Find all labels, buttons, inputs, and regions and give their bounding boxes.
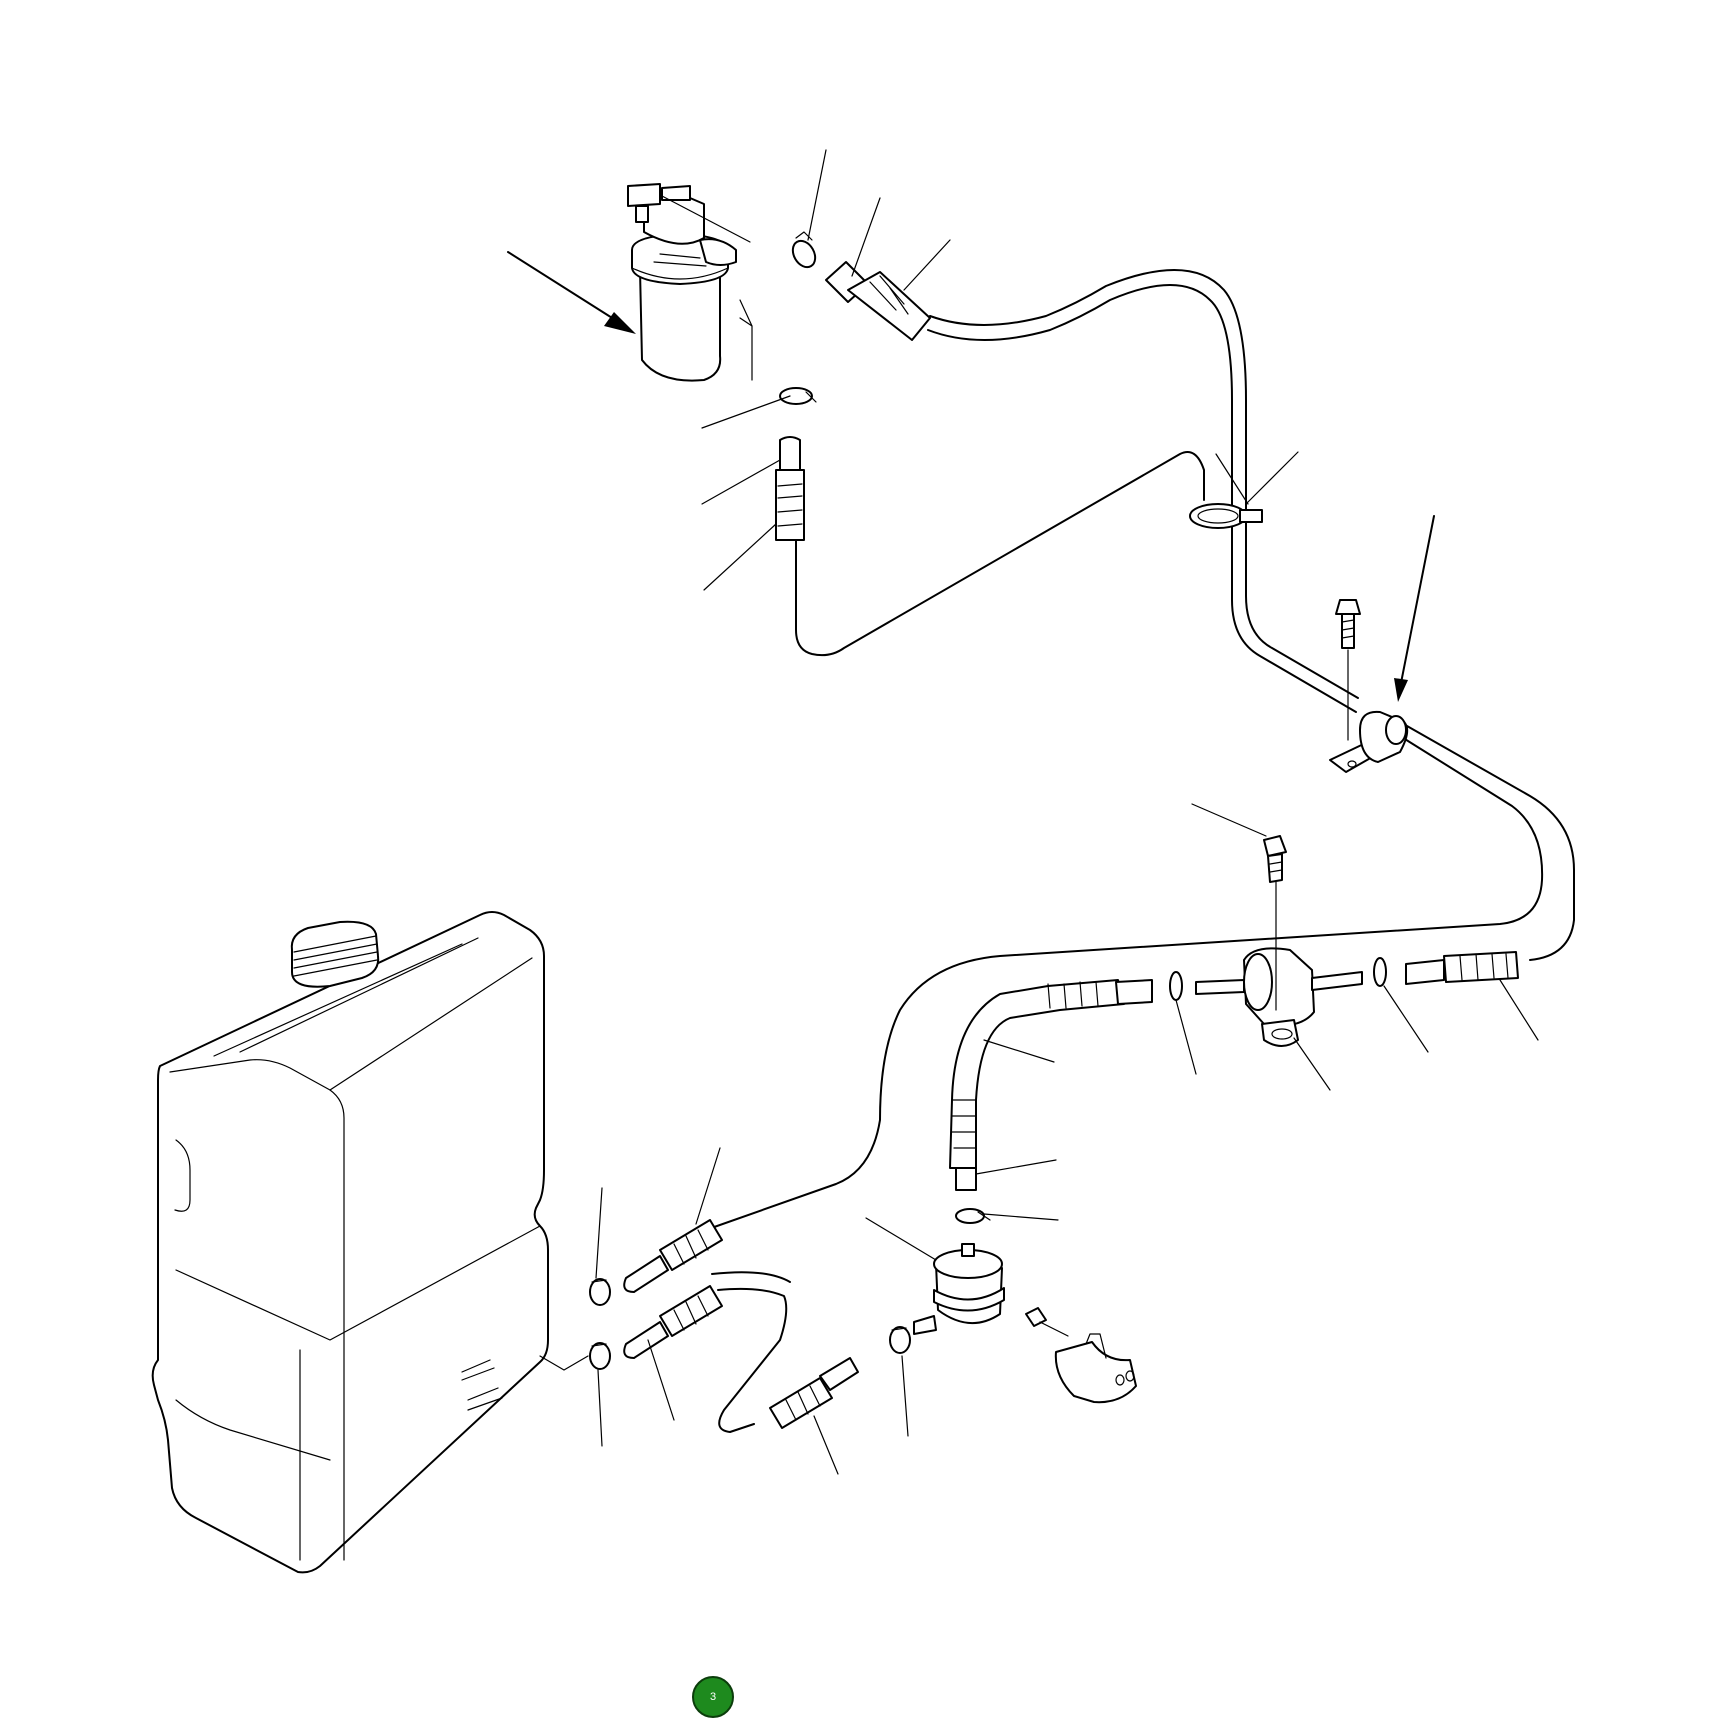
- hose-clamp-filter-outlet: [779, 387, 817, 405]
- strainer: [913, 1243, 1005, 1335]
- hose-clamp-tank-upper: [589, 1278, 611, 1306]
- fuel-hose-bent: [949, 979, 1153, 1191]
- filter-leader-arrow: [507, 251, 636, 334]
- fuel-pump: [1195, 947, 1363, 1047]
- leader-lines: [595, 149, 1539, 1475]
- pipe-clip: [1189, 503, 1263, 529]
- bolt-fuel-pump: [1263, 835, 1287, 1011]
- fuel-hose-strainer: [769, 1357, 859, 1429]
- fuel-tank: [151, 911, 589, 1574]
- hose-clamp-top: [791, 231, 817, 269]
- strainer-bracket: [1054, 1333, 1137, 1404]
- page-number-badge[interactable]: 3: [692, 1676, 734, 1718]
- fuel-filter-assembly: [627, 183, 753, 382]
- fuel-hose-filter-outlet: [775, 436, 805, 541]
- tube-bracket: [1329, 710, 1409, 773]
- fuel-hose-right: [1405, 951, 1519, 985]
- bolt-strainer-bracket: [1025, 1307, 1069, 1337]
- fuel-hose-top: [825, 261, 931, 341]
- hose-clamp-tank-lower: [589, 1342, 611, 1370]
- bracket-leader-arrow: [1394, 515, 1435, 702]
- hose-clamp-fuel-pump-right: [1373, 957, 1387, 987]
- hose-clamp-strainer-outlet: [889, 1326, 911, 1354]
- fuel-line: [699, 269, 1575, 1433]
- bolt-bracket: [1335, 599, 1361, 741]
- hose-clamp-strainer-top: [955, 1208, 991, 1224]
- hose-clamp-fuel-pump-left: [1169, 971, 1183, 1001]
- fuel-hose-tank-upper: [623, 1219, 723, 1293]
- fuel-hose-tank-lower: [623, 1285, 723, 1359]
